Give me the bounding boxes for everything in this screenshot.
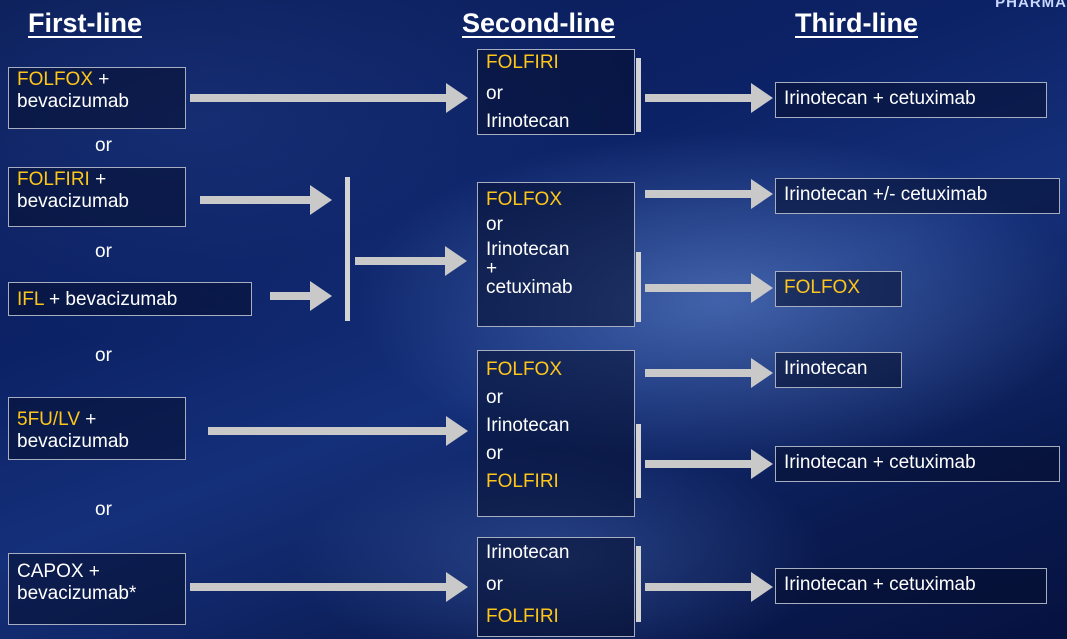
or-label: or xyxy=(95,135,112,156)
bracket-bar xyxy=(636,546,641,622)
plus-text: + xyxy=(93,69,110,90)
capox-text: CAPOX + xyxy=(17,561,100,582)
regimen-folfiri: FOLFIRI xyxy=(17,169,90,190)
bevacizumab-text: bevacizumab xyxy=(17,431,129,452)
arrow-right-icon xyxy=(355,246,467,276)
arrow-right-icon xyxy=(200,185,332,215)
or-label: or xyxy=(95,345,112,366)
regimen-folfiri: FOLFIRI xyxy=(486,52,559,73)
arrow-right-icon xyxy=(645,572,773,602)
arrow-right-icon xyxy=(645,273,773,303)
arrow-right-icon xyxy=(270,281,332,311)
second-line-box-2: FOLFOX or Irinotecan + cetuximab xyxy=(477,182,635,327)
regimen-irinotecan: Irinotecan xyxy=(486,542,570,563)
arrow-right-icon xyxy=(208,416,468,446)
regimen-folfiri: FOLFIRI xyxy=(486,471,559,492)
regimen-folfox: FOLFOX xyxy=(486,359,563,380)
first-line-capox-bevacizumab: CAPOX + bevacizumab* xyxy=(8,553,186,625)
or-text: or xyxy=(486,574,503,595)
bracket-bar xyxy=(636,424,641,498)
or-text: or xyxy=(486,214,503,235)
first-line-ifl-bevacizumab: IFL + bevacizumab xyxy=(8,282,252,316)
regimen-5fu-lv: 5FU/LV xyxy=(17,409,81,430)
bevacizumab-text: bevacizumab xyxy=(17,91,129,112)
first-line-5fu-lv-bevacizumab: 5FU/LV + bevacizumab xyxy=(8,397,186,460)
header-third-line: Third-line xyxy=(795,8,918,38)
regimen-irinotecan: Irinotecan xyxy=(486,415,570,436)
third-line-folfox: FOLFOX xyxy=(775,271,902,307)
arrow-right-icon xyxy=(645,358,773,388)
header-second-line: Second-line xyxy=(462,8,616,38)
regimen-folfox: FOLFOX xyxy=(486,189,563,210)
bevacizumab-star-text: bevacizumab* xyxy=(17,583,137,604)
first-line-folfox-bevacizumab: FOLFOX + bevacizumab xyxy=(8,67,186,129)
third-line-irinotecan: Irinotecan xyxy=(775,352,902,388)
third-line-irinotecan-cetuximab: Irinotecan + cetuximab xyxy=(775,446,1060,482)
regimen-folfiri: FOLFIRI xyxy=(486,606,559,627)
third-line-irinotecan-cetuximab: Irinotecan + cetuximab xyxy=(775,568,1047,604)
arrow-right-icon xyxy=(645,83,773,113)
or-label: or xyxy=(95,241,112,262)
arrow-right-icon xyxy=(645,179,773,209)
or-label: or xyxy=(95,499,112,520)
or-text: or xyxy=(486,387,503,408)
second-line-box-1: FOLFIRI or Irinotecan xyxy=(477,49,635,135)
bracket-bar xyxy=(636,252,641,322)
regimen-cetuximab: cetuximab xyxy=(486,277,573,298)
second-line-box-4: Irinotecan or FOLFIRI xyxy=(477,537,635,637)
bevacizumab-text: bevacizumab xyxy=(17,191,129,212)
plus-bevacizumab-text: + bevacizumab xyxy=(43,289,178,310)
regimen-irinotecan: Irinotecan xyxy=(486,239,570,260)
bracket-bar xyxy=(345,177,350,321)
corner-logo-text: PHARMA xyxy=(995,0,1067,11)
arrow-right-icon xyxy=(645,449,773,479)
first-line-folfiri-bevacizumab: FOLFIRI + bevacizumab xyxy=(8,167,186,227)
arrow-right-icon xyxy=(190,83,468,113)
plus-text: + xyxy=(486,258,498,279)
header-first-line: First-line xyxy=(28,8,143,38)
plus-text: + xyxy=(80,409,97,430)
second-line-box-3: FOLFOX or Irinotecan or FOLFIRI xyxy=(477,350,635,517)
arrow-right-icon xyxy=(190,572,468,602)
or-text: or xyxy=(486,83,503,104)
regimen-irinotecan: Irinotecan xyxy=(486,111,570,132)
or-text: or xyxy=(486,443,503,464)
third-line-irinotecan-cetuximab: Irinotecan + cetuximab xyxy=(775,82,1047,118)
third-line-irinotecan-plus-minus-cetuximab: Irinotecan +/- cetuximab xyxy=(775,178,1060,214)
regimen-folfox: FOLFOX xyxy=(17,69,94,90)
plus-text: + xyxy=(89,169,107,190)
bracket-bar xyxy=(636,58,641,132)
regimen-ifl: IFL xyxy=(17,289,44,310)
